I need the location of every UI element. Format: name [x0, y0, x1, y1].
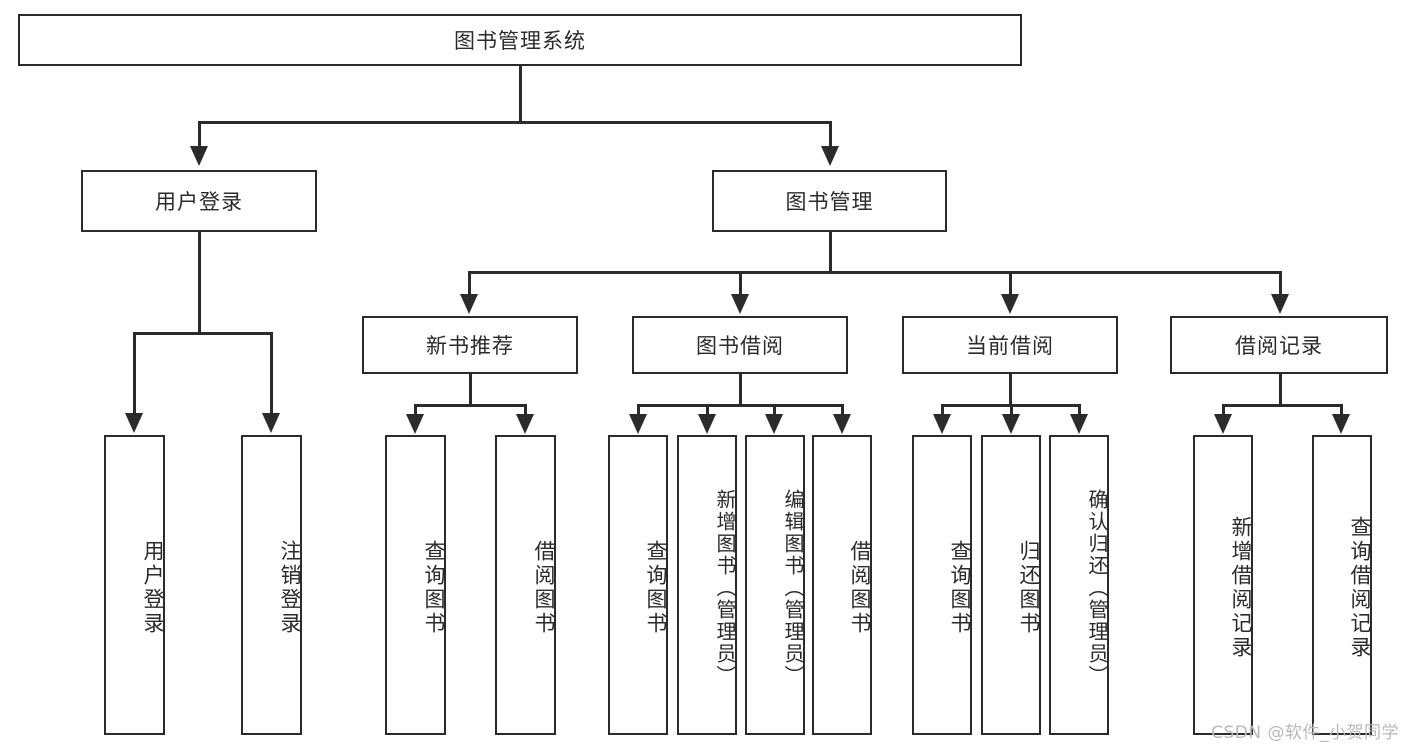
- arrowhead-cb-leaf-2: [1002, 414, 1020, 434]
- leaf-book-borrow-query-book[interactable]: 查询图书: [608, 435, 668, 735]
- connector-current-borrow-stem: [1009, 374, 1012, 406]
- connector-user-login-bus: [133, 332, 272, 335]
- node-new-book-recommend[interactable]: 新书推荐: [362, 316, 578, 374]
- node-label: 图书管理系统: [454, 29, 586, 53]
- connector-new-book-drop-1: [414, 404, 417, 418]
- arrowhead-bm-to-book-borrow: [731, 294, 749, 314]
- node-root-book-management-system[interactable]: 图书管理系统: [18, 14, 1022, 66]
- node-label: 当前借阅: [966, 334, 1054, 358]
- leaf-current-borrow-confirm-return-admin[interactable]: 确认归还（管理员）: [1049, 435, 1109, 735]
- leaf-book-borrow-edit-book-admin[interactable]: 编辑图书（管理员）: [745, 435, 805, 735]
- node-label: 用户登录: [141, 540, 165, 636]
- node-label: 借阅记录: [1235, 334, 1323, 358]
- node-label: 确认归还（管理员）: [1085, 489, 1109, 687]
- connector-user-login-stem: [198, 232, 201, 334]
- arrowhead-bb-leaf-4: [833, 414, 851, 434]
- leaf-borrow-record-query-record[interactable]: 查询借阅记录: [1312, 435, 1372, 735]
- node-label: 归还图书: [1017, 540, 1041, 636]
- arrowhead-bb-leaf-1: [629, 414, 647, 434]
- arrowhead-root-to-book-management: [821, 146, 839, 166]
- leaf-book-borrow-borrow-book[interactable]: 借阅图书: [812, 435, 872, 735]
- connector-root-stem: [519, 66, 522, 123]
- arrowhead-bb-leaf-2: [698, 414, 716, 434]
- node-label: 编辑图书（管理员）: [781, 489, 805, 687]
- node-label: 新增借阅记录: [1229, 516, 1253, 660]
- arrowhead-bm-to-borrow-record: [1271, 294, 1289, 314]
- arrowhead-new-book-leaf-1: [406, 414, 424, 434]
- arrowhead-bm-to-current-borrow: [1001, 294, 1019, 314]
- arrowhead-bm-to-new-book-recommend: [460, 294, 478, 314]
- leaf-new-book-query-book[interactable]: 查询图书: [385, 435, 446, 735]
- connector-new-book-stem: [469, 374, 472, 406]
- arrowhead-br-leaf-1: [1214, 414, 1232, 434]
- node-label: 查询图书: [644, 540, 668, 636]
- node-label: 查询图书: [948, 540, 972, 636]
- leaf-new-book-borrow-book[interactable]: 借阅图书: [495, 435, 556, 735]
- connector-bm-drop-new-book: [468, 271, 471, 296]
- connector-borrow-record-bus: [1222, 404, 1342, 407]
- connector-bm-drop-book-borrow: [739, 271, 742, 296]
- watermark-text: CSDN @软件_小贺同学: [1211, 723, 1399, 743]
- node-label: 新增图书（管理员）: [713, 489, 737, 687]
- connector-book-management-bus: [468, 271, 1282, 274]
- arrowhead-new-book-leaf-2: [516, 414, 534, 434]
- node-label: 用户登录: [155, 190, 243, 214]
- connector-bb-drop-1: [637, 404, 640, 418]
- leaf-current-borrow-return-book[interactable]: 归还图书: [981, 435, 1041, 735]
- connector-root-to-user-login: [198, 121, 201, 148]
- connector-br-drop-1: [1222, 404, 1225, 418]
- node-borrow-record[interactable]: 借阅记录: [1170, 316, 1388, 374]
- node-label: 查询图书: [422, 540, 446, 636]
- connector-bm-drop-borrow-record: [1279, 271, 1282, 296]
- node-book-management[interactable]: 图书管理: [712, 170, 947, 232]
- connector-root-to-book-management: [829, 121, 832, 148]
- connector-user-login-drop-2: [270, 332, 273, 415]
- node-label: 借阅图书: [848, 540, 872, 636]
- leaf-current-borrow-query-book[interactable]: 查询图书: [912, 435, 972, 735]
- arrowhead-cb-leaf-3: [1070, 414, 1088, 434]
- connector-borrow-record-stem: [1279, 374, 1282, 406]
- node-label: 图书管理: [785, 190, 874, 214]
- connector-user-login-drop-1: [133, 332, 136, 415]
- connector-cb-drop-2: [1010, 404, 1013, 418]
- node-user-login[interactable]: 用户登录: [81, 170, 317, 232]
- node-book-borrow[interactable]: 图书借阅: [632, 316, 848, 374]
- leaf-borrow-record-add-record[interactable]: 新增借阅记录: [1193, 435, 1253, 735]
- node-label: 新书推荐: [426, 334, 514, 358]
- arrowhead-root-to-user-login: [190, 146, 208, 166]
- node-label: 借阅图书: [532, 540, 556, 636]
- connector-bb-drop-2: [706, 404, 709, 418]
- connector-cb-drop-3: [1078, 404, 1081, 418]
- connector-book-management-stem: [829, 232, 832, 274]
- connector-book-borrow-bus: [637, 404, 843, 407]
- arrowhead-br-leaf-2: [1332, 414, 1350, 434]
- node-current-borrow[interactable]: 当前借阅: [902, 316, 1118, 374]
- leaf-user-login-logout[interactable]: 注销登录: [241, 435, 302, 735]
- connector-cb-drop-1: [941, 404, 944, 418]
- leaf-user-login-login[interactable]: 用户登录: [104, 435, 165, 735]
- connector-new-book-bus: [414, 404, 526, 407]
- connector-bm-drop-current-borrow: [1009, 271, 1012, 296]
- connector-bb-drop-4: [841, 404, 844, 418]
- node-label: 图书借阅: [696, 334, 784, 358]
- arrowhead-bb-leaf-3: [765, 414, 783, 434]
- arrowhead-user-login-leaf-1: [125, 413, 143, 433]
- connector-bb-drop-3: [773, 404, 776, 418]
- node-label: 查询借阅记录: [1348, 516, 1372, 660]
- leaf-book-borrow-add-book-admin[interactable]: 新增图书（管理员）: [677, 435, 737, 735]
- arrowhead-user-login-leaf-2: [262, 413, 280, 433]
- connector-new-book-drop-2: [524, 404, 527, 418]
- node-label: 注销登录: [278, 540, 302, 636]
- connector-root-bus: [198, 121, 832, 124]
- arrowhead-cb-leaf-1: [933, 414, 951, 434]
- connector-br-drop-2: [1340, 404, 1343, 418]
- connector-book-borrow-stem: [739, 374, 742, 406]
